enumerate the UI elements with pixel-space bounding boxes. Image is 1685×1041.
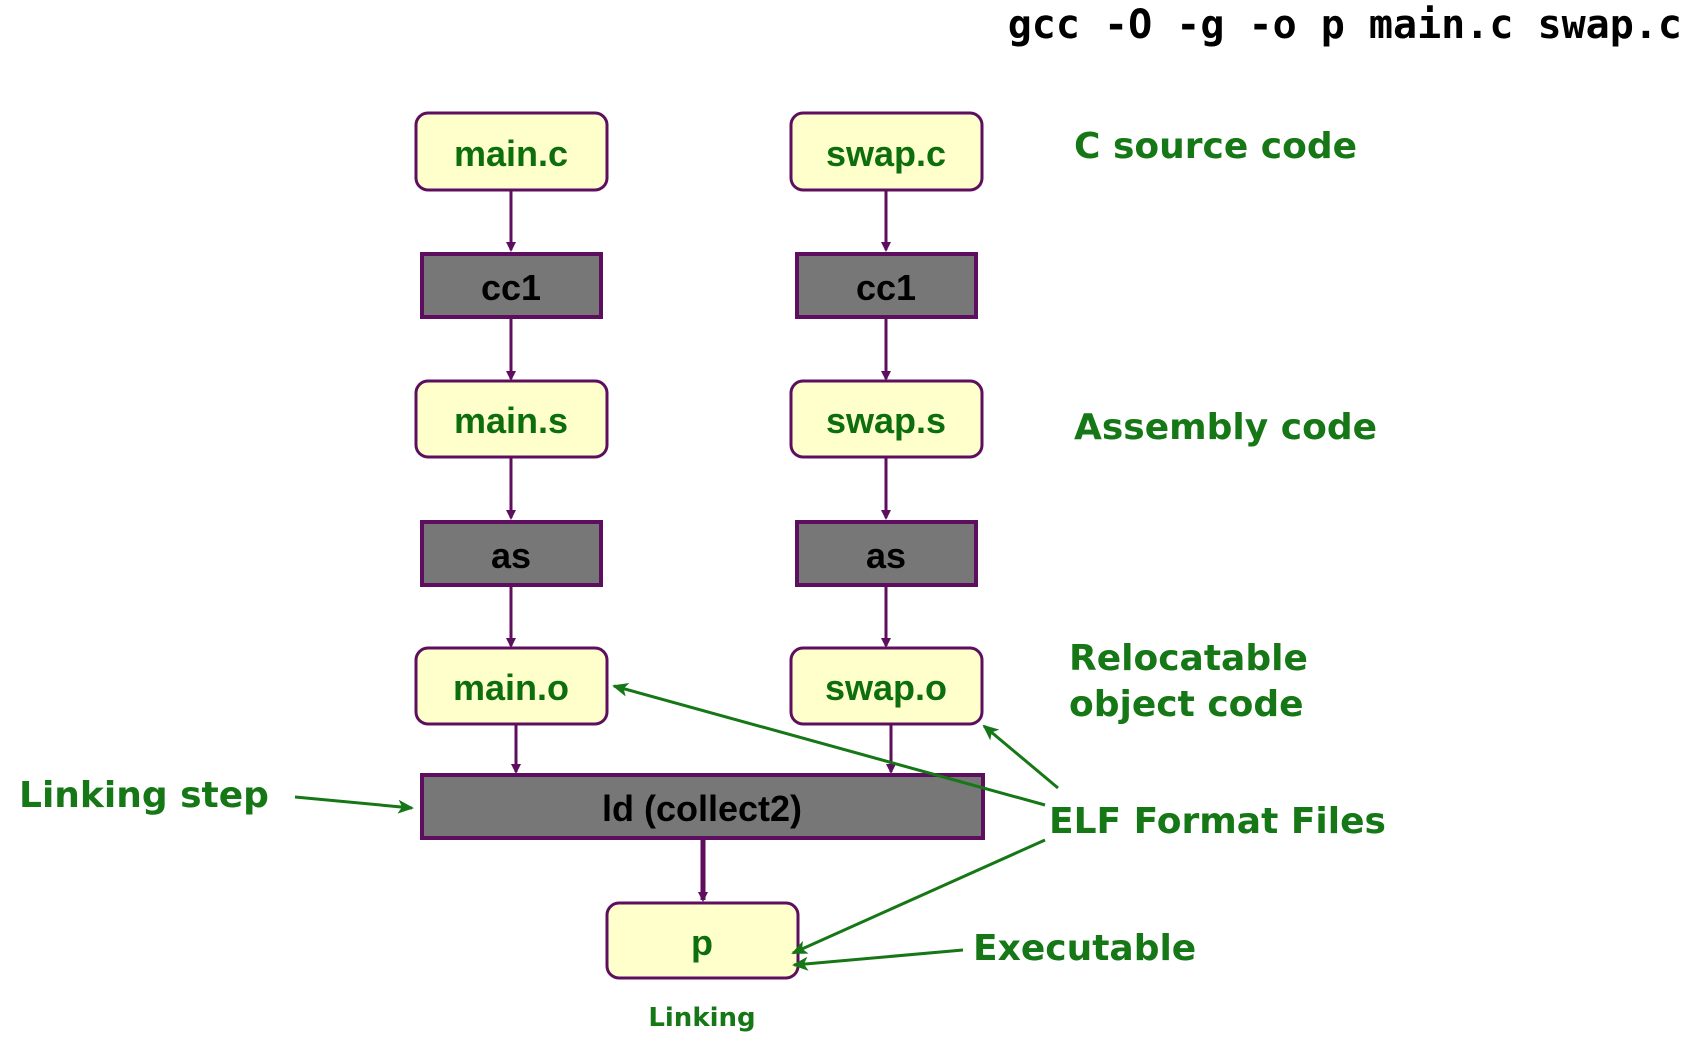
linking-step-label: Linking step bbox=[19, 775, 269, 816]
main-o-label: main.o bbox=[453, 667, 569, 708]
executable-label: Executable bbox=[973, 928, 1196, 969]
main-c-label: main.c bbox=[454, 133, 568, 174]
swap-c-label: swap.c bbox=[826, 133, 946, 174]
source-code-label: C source code bbox=[1074, 126, 1357, 167]
main-c-node: main.c bbox=[414, 111, 609, 192]
ld-label: ld (collect2) bbox=[602, 788, 802, 829]
cc1-right-node: cc1 bbox=[795, 252, 978, 319]
pointer-executable-to-p bbox=[792, 948, 964, 971]
main-s-label: main.s bbox=[454, 400, 568, 441]
elf-format-label: ELF Format Files bbox=[1049, 801, 1386, 842]
cc1-left-node: cc1 bbox=[420, 252, 603, 319]
pointer-elf-to-swap-o bbox=[982, 724, 1059, 790]
relocatable-label-line1: Relocatable bbox=[1069, 638, 1308, 679]
cc1-right-label: cc1 bbox=[856, 267, 916, 308]
as-left-node: as bbox=[420, 520, 603, 587]
relocatable-label-line2: object code bbox=[1069, 684, 1304, 725]
gcc-command: gcc -O -g -o p main.c swap.c bbox=[1008, 2, 1682, 48]
ld-node: ld (collect2) bbox=[420, 773, 985, 840]
p-label: p bbox=[691, 922, 713, 963]
as-right-node: as bbox=[795, 520, 978, 587]
linking-caption: Linking bbox=[648, 1003, 755, 1033]
swap-c-node: swap.c bbox=[789, 111, 984, 192]
as-left-label: as bbox=[491, 535, 531, 576]
swap-o-label: swap.o bbox=[825, 667, 947, 708]
pointer-elf-to-p bbox=[791, 838, 1046, 955]
swap-s-label: swap.s bbox=[826, 400, 946, 441]
as-right-label: as bbox=[866, 535, 906, 576]
cc1-left-label: cc1 bbox=[481, 267, 541, 308]
main-s-node: main.s bbox=[414, 379, 609, 459]
pointer-linking-step-to-ld bbox=[294, 795, 414, 814]
swap-s-node: swap.s bbox=[789, 379, 984, 459]
main-o-node: main.o bbox=[414, 646, 609, 726]
p-node: p bbox=[605, 901, 800, 980]
swap-o-node: swap.o bbox=[789, 646, 984, 726]
pointer-elf-to-main-o bbox=[612, 682, 1046, 807]
assembly-code-label: Assembly code bbox=[1074, 407, 1377, 448]
